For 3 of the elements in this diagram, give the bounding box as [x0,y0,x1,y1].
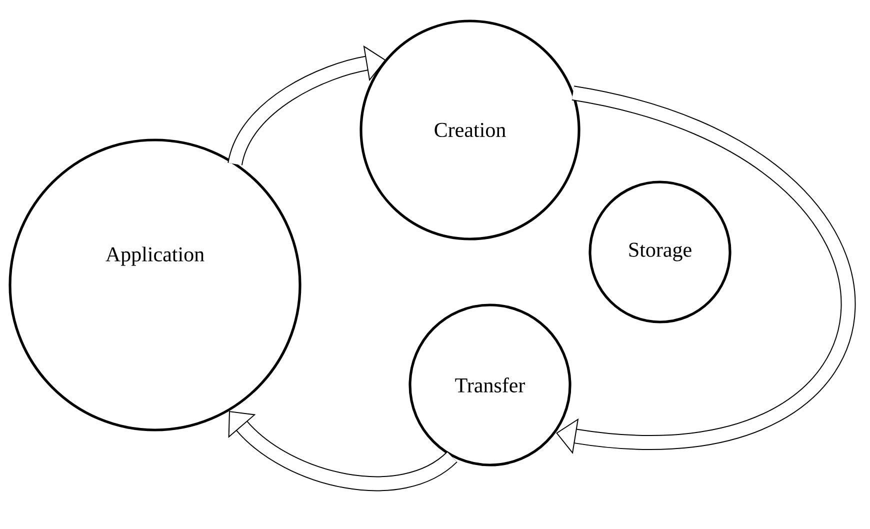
arrow [228,411,457,491]
arrow [228,45,386,166]
arrow [556,86,856,454]
